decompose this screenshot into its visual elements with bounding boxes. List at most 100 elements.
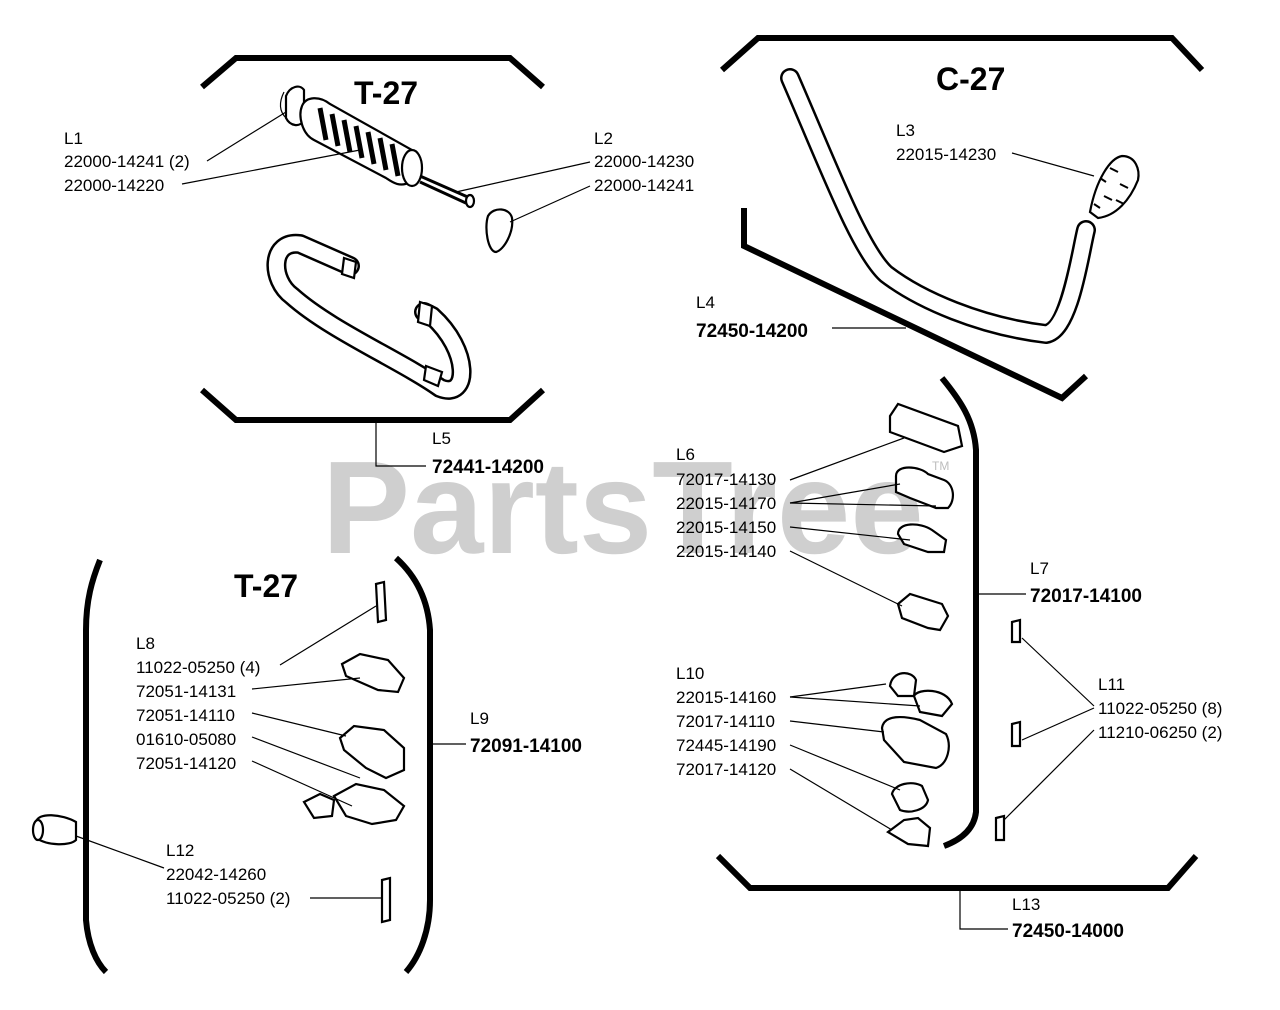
frame-bottom (741, 208, 1089, 402)
callout-l6: L6 72017-14130 22015-14170 22015-14150 2… (676, 437, 937, 607)
frame-bottom (715, 853, 1199, 891)
frame-top (720, 35, 1205, 73)
leader-line (251, 712, 347, 737)
callout-l13-ref: L13 (1012, 895, 1040, 914)
callout-l8-part-3: 72051-14110 (136, 706, 235, 725)
callout-l1-part-2: 22000-14220 (64, 176, 164, 195)
clamp-parts-drawing (880, 402, 1022, 848)
watermark-text: PartsTree (322, 434, 924, 581)
callout-l5: L5 72441-14200 (375, 422, 544, 478)
callout-l7: L7 72017-14100 (978, 559, 1142, 607)
callout-l10-part-2: 72017-14110 (676, 712, 775, 731)
leader-line (789, 437, 905, 481)
section-t27-bottom: T-27 L8 11022-05250 (4) 72051-14131 7205… (31, 555, 582, 975)
bracket-parts-drawing (31, 580, 406, 924)
leader-line (789, 768, 893, 831)
callout-l5-part-1: 72441-14200 (432, 457, 544, 478)
callout-l6-part-3: 22015-14150 (676, 518, 776, 537)
callout-l10-ref: L10 (676, 664, 704, 683)
callout-l12-part-2: 11022-05250 (2) (166, 889, 290, 908)
callout-l6-part-2: 22015-14170 (676, 494, 776, 513)
callout-l3: L3 22015-14230 (896, 121, 1095, 177)
callout-l6-ref: L6 (676, 445, 695, 464)
loop-handle-drawing (266, 233, 472, 400)
callout-l4-ref: L4 (696, 293, 715, 312)
leader-line (789, 683, 887, 698)
section-c27: C-27 L3 22015-14230 L4 72450-14200 (696, 35, 1205, 402)
callout-l7-part-1: 72017-14100 (1030, 586, 1142, 607)
leader-line (75, 835, 165, 869)
callout-l2-ref: L2 (594, 129, 613, 148)
leader-line (1021, 707, 1095, 741)
leader-line (251, 736, 361, 779)
callout-l11-ref: L11 (1098, 675, 1125, 694)
watermark-trademark: TM (932, 459, 949, 473)
leader-line (789, 720, 885, 733)
callout-l11-part-1: 11022-05250 (8) (1098, 699, 1222, 718)
callout-l12-part-1: 22042-14260 (166, 865, 266, 884)
callout-l12-ref: L12 (166, 841, 194, 860)
callout-l9-part-1: 72091-14100 (470, 736, 582, 757)
callout-l11-part-2: 11210-06250 (2) (1098, 723, 1222, 742)
callout-l2-part-2: 22000-14241 (594, 176, 694, 195)
callout-l10-part-4: 72017-14120 (676, 760, 776, 779)
callout-l6-part-4: 22015-14140 (676, 542, 776, 561)
callout-l8-part-4: 01610-05080 (136, 730, 236, 749)
callout-l9: L9 72091-14100 (432, 709, 582, 757)
leader-line (789, 483, 901, 504)
callout-l6-part-1: 72017-14130 (676, 470, 776, 489)
leader-line (789, 550, 903, 607)
leader-line (1011, 152, 1095, 177)
leader-line (509, 185, 591, 223)
leader-line (455, 161, 591, 193)
callout-l8-part-2: 72051-14131 (136, 682, 236, 701)
callout-l10-part-3: 72445-14190 (676, 736, 776, 755)
leader-line (959, 890, 1008, 930)
leader-line (251, 760, 353, 807)
callout-l13-part-1: 72450-14000 (1012, 921, 1124, 942)
callout-l3-ref: L3 (896, 121, 915, 140)
leader-line (789, 696, 921, 707)
section-title: T-27 (354, 75, 418, 111)
callout-l1: L1 22000-14241 (2) 22000-14220 (64, 111, 361, 195)
handle-bar-drawing (780, 68, 1140, 344)
leader-line (251, 677, 361, 690)
callout-l8-part-5: 72051-14120 (136, 754, 236, 773)
callout-l1-ref: L1 (64, 129, 83, 148)
callout-l12: L12 22042-14260 11022-05250 (2) (75, 835, 382, 908)
leader-line (789, 526, 911, 541)
callout-l5-ref: L5 (432, 429, 451, 448)
leader-line (279, 605, 377, 666)
callout-l8-ref: L8 (136, 634, 155, 653)
callout-l1-part-1: 22000-14241 (2) (64, 152, 190, 171)
leader-line (1003, 729, 1095, 821)
frame-bottom (200, 387, 546, 423)
callout-l13: L13 72450-14000 (959, 890, 1124, 942)
section-clamp: L6 72017-14130 22015-14170 22015-14150 2… (676, 376, 1222, 942)
leader-line (1021, 637, 1095, 707)
callout-l2-part-1: 22000-14230 (594, 152, 694, 171)
callout-l7-ref: L7 (1030, 559, 1049, 578)
callout-l3-part-1: 22015-14230 (896, 145, 996, 164)
callout-l11: L11 11022-05250 (8) 11210-06250 (2) (1003, 637, 1222, 821)
frame-right (393, 555, 433, 974)
section-t27-top: T-27 L1 22000-14241 (2) 22000-14220 (64, 55, 694, 478)
frame-left (83, 558, 109, 975)
callout-l8: L8 11022-05250 (4) 72051-14131 72051-141… (136, 605, 377, 807)
frame-top (200, 55, 545, 90)
grip-drawing (279, 85, 514, 254)
leader-line (789, 502, 937, 507)
callout-l10: L10 22015-14160 72017-14110 72445-14190 … (676, 664, 921, 831)
callout-l10-part-1: 22015-14160 (676, 688, 776, 707)
leader-line (375, 422, 426, 467)
leader-line (206, 111, 287, 162)
leader-line (181, 149, 361, 185)
leader-line (789, 744, 901, 791)
callout-l4-part-1: 72450-14200 (696, 321, 808, 342)
callout-l9-ref: L9 (470, 709, 489, 728)
callout-l2: L2 22000-14230 22000-14241 (455, 129, 694, 223)
callout-l8-part-1: 11022-05250 (4) (136, 658, 260, 677)
frame-right (939, 376, 979, 849)
section-title: C-27 (936, 61, 1005, 97)
section-title: T-27 (234, 568, 298, 604)
